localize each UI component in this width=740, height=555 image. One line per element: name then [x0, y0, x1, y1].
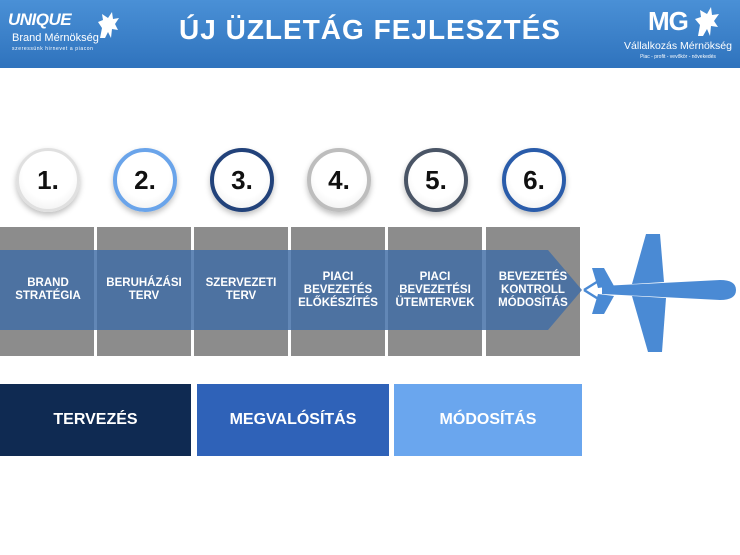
step-label-4: PIACI BEVEZETÉS ELŐKÉSZÍTÉS: [298, 270, 378, 309]
step-number-4: 4.: [307, 148, 371, 212]
lion-icon: [695, 7, 719, 36]
airplane-icon: [583, 234, 736, 352]
step-label-1: BRAND STRATÉGIA: [15, 277, 81, 302]
phase-modositas: MÓDOSÍTÁS: [394, 384, 582, 456]
logo-tagline: Piac - profit - vevőkör - növekedés: [640, 54, 716, 60]
header-bar: UNIQUE Brand Mérnökség szeressünk hirnev…: [0, 0, 740, 68]
lion-icon: [98, 12, 119, 38]
phase-tervezes: TERVEZÉS: [0, 384, 191, 456]
logo-subtitle: Brand Mérnökség: [12, 32, 99, 44]
unique-brand-logo: UNIQUE Brand Mérnökség szeressünk hirnev…: [8, 10, 119, 58]
step-number-3: 3.: [210, 148, 274, 212]
mg-logo: MG Vállalkozás Mérnökség Piac - profit -…: [622, 6, 734, 62]
step-label-6: BEVEZETÉS KONTROLL MÓDOSÍTÁS: [498, 270, 568, 309]
step-number-6: 6.: [502, 148, 566, 212]
logo-tagline: szeressünk hirnevet a piacon: [12, 46, 94, 52]
step-number-5: 5.: [404, 148, 468, 212]
step-label-2: BERUHÁZÁSI TERV: [106, 277, 182, 302]
logo-wordmark: MG: [648, 6, 689, 36]
step-label-3: SZERVEZETI TERV: [205, 277, 277, 302]
process-arrow: [0, 250, 582, 330]
page-title: ÚJ ÜZLETÁG FEJLESZTÉS: [179, 14, 561, 45]
phase-megvalositas: MEGVALÓSÍTÁS: [197, 384, 389, 456]
step-number-1: 1.: [16, 148, 80, 212]
logo-subtitle: Vállalkozás Mérnökség: [624, 40, 732, 52]
step-number-2: 2.: [113, 148, 177, 212]
logo-wordmark: UNIQUE: [8, 10, 72, 29]
step-label-5: PIACI BEVEZETÉSI ÜTEMTERVEK: [395, 270, 475, 309]
